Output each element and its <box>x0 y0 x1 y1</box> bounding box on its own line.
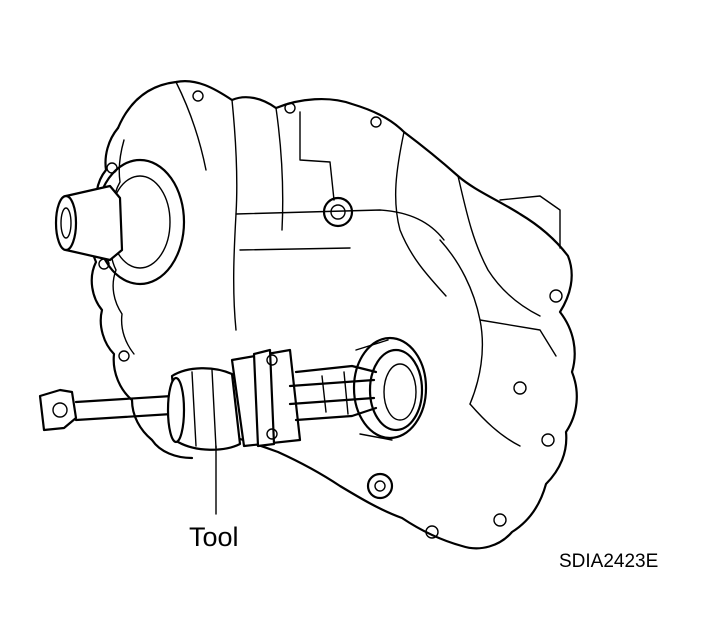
figure-code: SDIA2423E <box>559 551 659 572</box>
tool-assembly <box>38 348 378 451</box>
tool-callout-label: Tool <box>189 522 239 552</box>
housing-body <box>89 80 578 550</box>
front-output-flange <box>54 158 186 286</box>
casting-ribs <box>175 81 563 539</box>
rear-seal-bore <box>352 336 428 441</box>
